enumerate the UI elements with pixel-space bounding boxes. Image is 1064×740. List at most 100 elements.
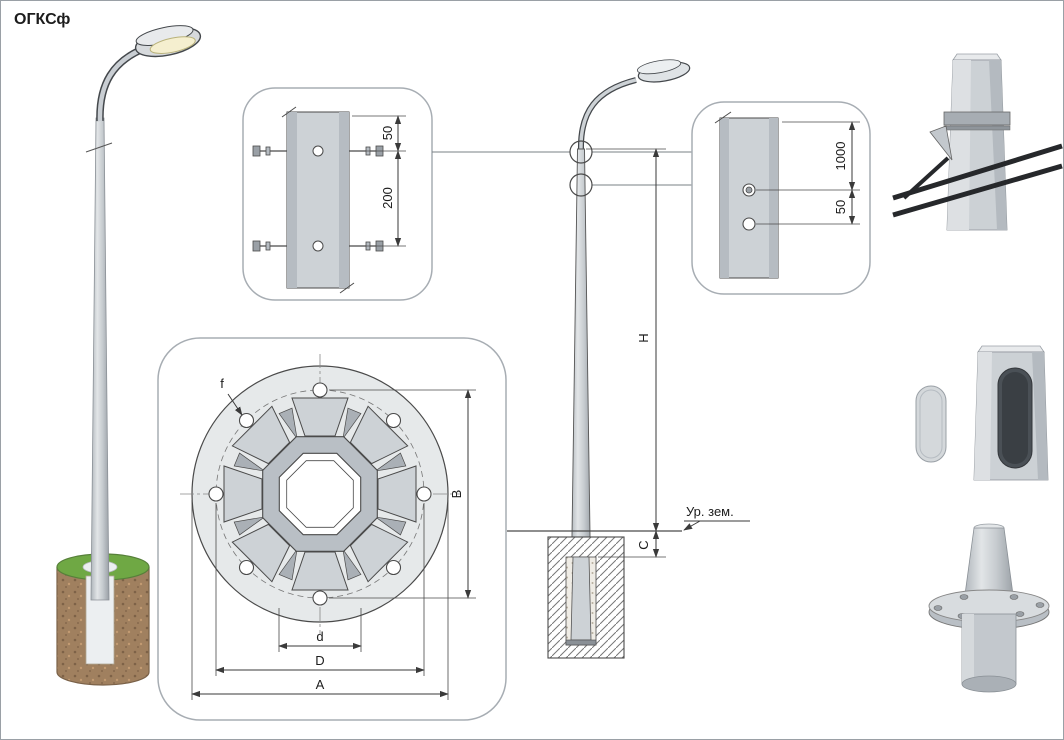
rib bbox=[231, 405, 291, 465]
bolt-hole bbox=[238, 559, 255, 576]
bolt-hole-lower bbox=[312, 240, 324, 252]
embedded-shaft bbox=[570, 556, 592, 641]
callout-flange-plan: f B d D A bbox=[157, 337, 507, 721]
pole-facet-left bbox=[287, 112, 297, 288]
cable-upper bbox=[892, 143, 1063, 201]
wedge bbox=[342, 407, 362, 439]
leader-f bbox=[227, 393, 243, 416]
pole-top-face bbox=[952, 53, 1002, 61]
dim-text-D: D bbox=[315, 653, 324, 668]
fixing-bolt bbox=[745, 186, 753, 194]
dim-text-200: 200 bbox=[380, 187, 395, 209]
luminaire-diffuser bbox=[149, 36, 196, 54]
luminaire-cover bbox=[636, 59, 682, 75]
rib bbox=[291, 397, 349, 437]
cable-lower bbox=[892, 163, 1063, 218]
pole-3d-render bbox=[56, 25, 202, 686]
bolt-hole bbox=[208, 486, 224, 502]
break-mark-top bbox=[281, 106, 297, 118]
dim-text-B: B bbox=[449, 490, 464, 499]
bolt-head-left bbox=[252, 145, 261, 157]
bolt-hole bbox=[312, 590, 328, 606]
rib bbox=[291, 551, 349, 591]
pole-facet-right bbox=[339, 112, 349, 288]
rib bbox=[349, 405, 409, 465]
pole-facet-light bbox=[974, 352, 992, 480]
callout-top-detail: 50 200 bbox=[242, 87, 433, 301]
pole-break-mark bbox=[85, 142, 113, 153]
ground-level-label: Ур. зем. bbox=[686, 504, 734, 519]
rib bbox=[231, 523, 291, 583]
luminaire bbox=[636, 59, 691, 83]
rib-gap-wedges bbox=[233, 407, 407, 581]
wedge bbox=[278, 407, 298, 439]
arm-3d bbox=[97, 44, 149, 122]
tube-bore-octagon bbox=[278, 452, 362, 536]
drawing-title: ОГКСф bbox=[14, 11, 70, 28]
dim-text-A: A bbox=[316, 677, 325, 692]
pole-shaft-3d bbox=[90, 117, 110, 601]
bolt-nut-left bbox=[265, 146, 271, 156]
hand-hole-cover-inner bbox=[919, 389, 943, 459]
pole-facet-left bbox=[720, 118, 729, 278]
pole-facet-light bbox=[947, 60, 971, 230]
bolt bbox=[933, 605, 943, 611]
bolt-hole-upper bbox=[312, 145, 324, 157]
pole-facet-shade bbox=[1032, 352, 1048, 480]
pole-top-face bbox=[977, 345, 1045, 353]
luminaire-3d bbox=[134, 25, 202, 58]
ground-label-arrow bbox=[683, 520, 701, 531]
detail-mark-upper bbox=[569, 140, 593, 164]
bolt-head-left bbox=[252, 240, 261, 252]
flange-bolt-holes bbox=[208, 382, 432, 606]
dim-text-1000: 1000 bbox=[833, 142, 848, 171]
anchor-wedge-clamp bbox=[929, 125, 953, 161]
sleeve-highlight bbox=[962, 614, 974, 684]
bolt-hole bbox=[416, 486, 432, 502]
rib bbox=[223, 465, 263, 523]
clamp-band-lower bbox=[943, 125, 1011, 131]
pole-section bbox=[719, 117, 779, 279]
gusset-ribs bbox=[223, 397, 417, 591]
callout-frame bbox=[691, 101, 871, 295]
pole-facet-shade bbox=[989, 60, 1007, 230]
bolt-hole bbox=[385, 559, 402, 576]
sleeve-bottom bbox=[961, 675, 1017, 693]
cable-hole bbox=[742, 217, 756, 231]
arm bbox=[579, 78, 637, 151]
break-mark-bottom bbox=[339, 282, 355, 294]
hand-hole-opening-inner bbox=[1002, 372, 1028, 464]
bolt-hole bbox=[238, 412, 255, 429]
wedge bbox=[375, 452, 407, 472]
wedge bbox=[233, 452, 265, 472]
render-base-flange bbox=[928, 523, 1050, 693]
detail-mark-lower bbox=[569, 173, 593, 197]
dim-text-H: H bbox=[636, 333, 651, 342]
bolt bbox=[959, 594, 969, 600]
pole-elevation: Ур. зем. H C bbox=[432, 59, 750, 659]
wedge bbox=[278, 549, 298, 581]
hand-hole-cover bbox=[915, 385, 947, 463]
bolt bbox=[1015, 611, 1025, 617]
dim-text-50: 50 bbox=[380, 126, 395, 140]
render-hand-hole bbox=[915, 345, 1049, 481]
dim-text-C: C bbox=[636, 540, 651, 549]
bolt bbox=[1009, 594, 1019, 600]
bolt-hole bbox=[385, 412, 402, 429]
pole-facet-right bbox=[769, 118, 778, 278]
rib bbox=[377, 465, 417, 523]
render-cable-clamp bbox=[892, 53, 1063, 231]
pole-section bbox=[286, 111, 350, 289]
dim-text-d: d bbox=[316, 629, 323, 644]
pocket-bottom bbox=[565, 639, 597, 646]
bolt-hole bbox=[312, 382, 328, 398]
callout-cable-detail: 1000 50 bbox=[691, 101, 871, 295]
bolt bbox=[1035, 602, 1045, 608]
wedge bbox=[342, 549, 362, 581]
wedge bbox=[233, 516, 265, 536]
dim-text-50: 50 bbox=[833, 200, 848, 214]
tube-wall-octagon bbox=[286, 460, 354, 528]
rib bbox=[349, 523, 409, 583]
